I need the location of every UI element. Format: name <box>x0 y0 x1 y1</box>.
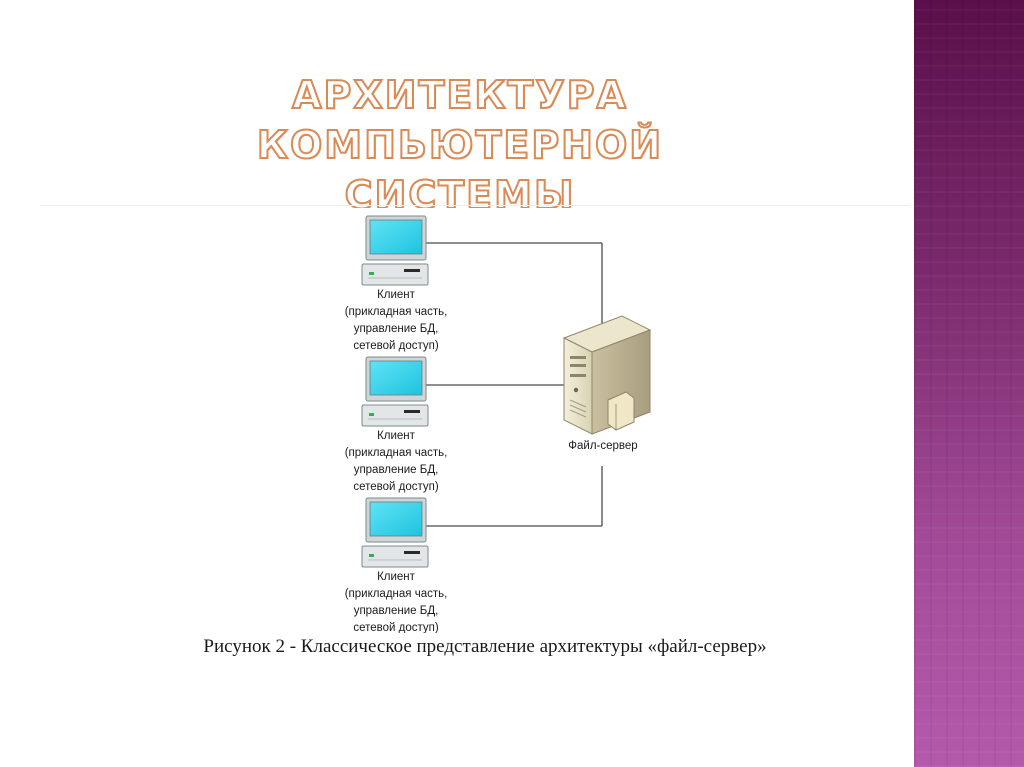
client-node-1: Клиент (прикладная часть, управление БД,… <box>345 215 448 352</box>
client-1-label-line-3: управление БД, <box>354 323 439 335</box>
client-3-label-line-4: сетевой доступ) <box>353 622 439 633</box>
client-2-label-line-2: (прикладная часть, <box>345 447 448 459</box>
client-3-label-line-2: (прикладная часть, <box>345 588 448 600</box>
file-server-node: Файл-сервер <box>562 315 652 452</box>
figure-caption: Рисунок 2 - Классическое представление а… <box>203 636 767 657</box>
desktop-computer-icon <box>361 497 429 568</box>
client-node-2: Клиент (прикладная часть, управление БД,… <box>345 356 448 493</box>
title-line-1: АРХИТЕКТУРА КОМПЬЮТЕРНОЙ <box>256 72 664 168</box>
desktop-computer-icon <box>361 215 429 286</box>
client-1-label-line-4: сетевой доступ) <box>353 340 439 352</box>
network-connectors <box>426 242 603 527</box>
side-band-texture <box>914 0 1024 767</box>
client-node-3: Клиент (прикладная часть, управление БД,… <box>345 497 448 633</box>
client-2-label-line-3: управление БД, <box>354 464 439 476</box>
decorative-side-band <box>914 0 1024 767</box>
file-server-label: Файл-сервер <box>568 440 637 452</box>
client-1-label-line-1: Клиент <box>377 289 416 301</box>
client-1-label-line-2: (прикладная часть, <box>345 306 448 318</box>
title-divider <box>40 205 910 206</box>
client-3-label-line-3: управление БД, <box>354 605 439 617</box>
file-server-icon <box>562 315 652 435</box>
slide-title: АРХИТЕКТУРА КОМПЬЮТЕРНОЙ СИСТЕМЫ <box>100 70 820 220</box>
client-2-label-line-4: сетевой доступ) <box>353 481 439 493</box>
desktop-computer-icon <box>361 356 429 427</box>
client-3-label-line-1: Клиент <box>377 571 416 583</box>
file-server-architecture-diagram: Клиент (прикладная часть, управление БД,… <box>345 215 652 633</box>
client-2-label-line-1: Клиент <box>377 430 416 442</box>
